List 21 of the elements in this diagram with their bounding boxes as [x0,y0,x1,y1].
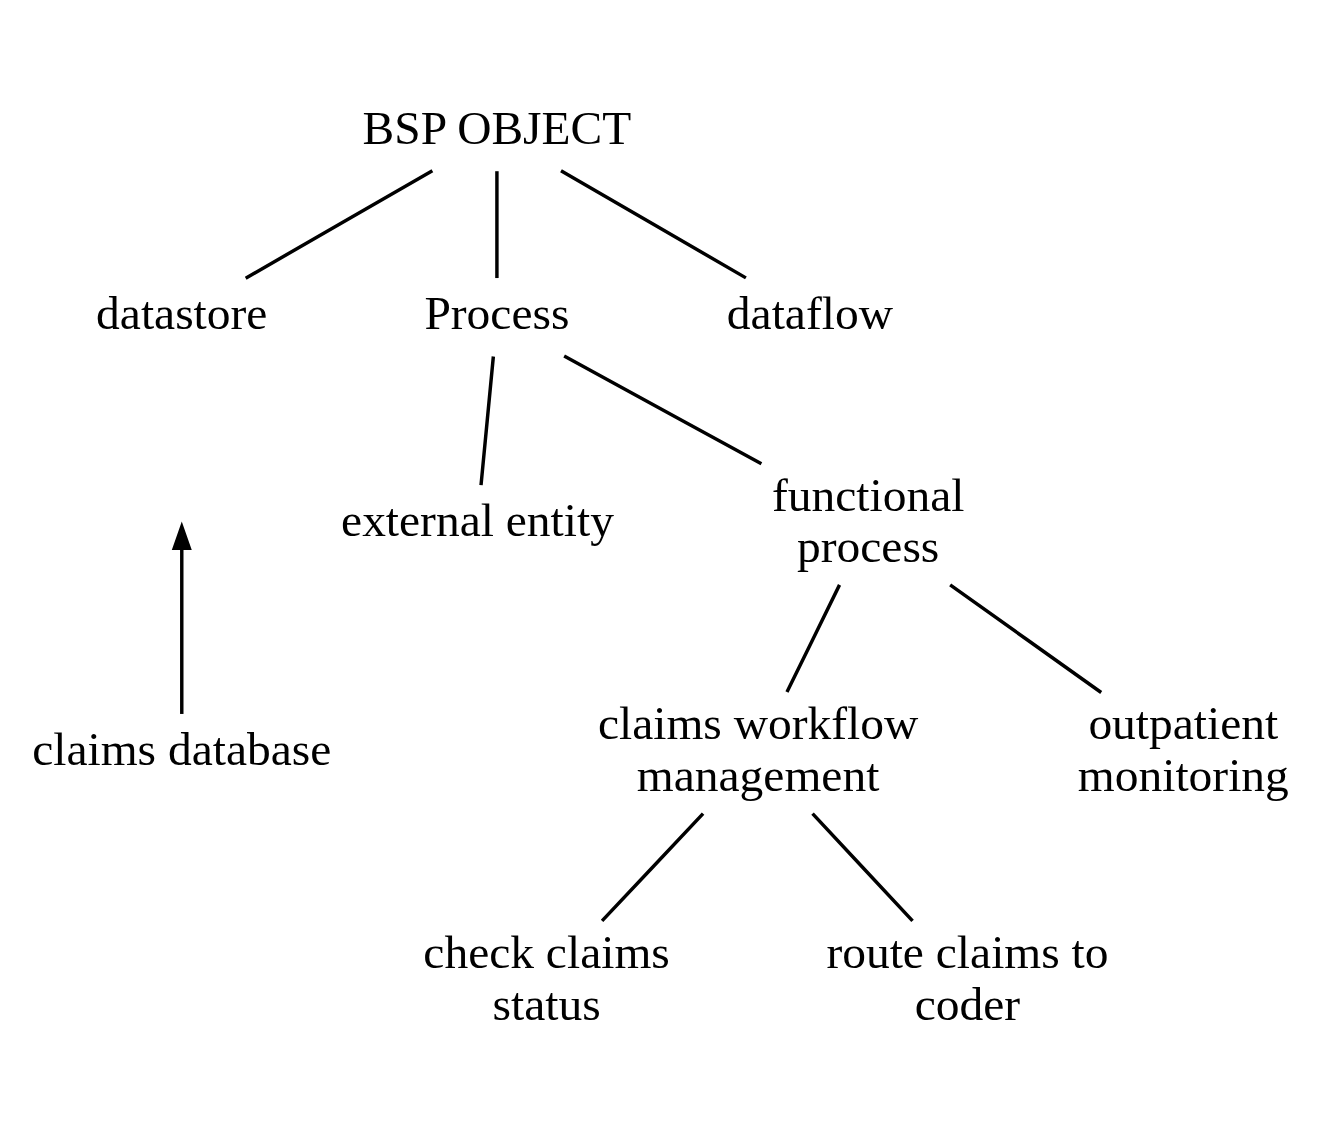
connector [560,168,747,279]
node-text: route claims to coder [826,925,1109,1030]
connector [479,355,496,485]
connector [495,170,499,278]
node-text: dataflow [726,286,893,339]
node-text: Process [424,286,570,339]
node-text: check claims status [423,925,670,1030]
node-text: BSP OBJECT [362,101,632,154]
node-text: claims workflow management [597,696,919,801]
connector [811,812,914,922]
node-text: functional process [771,468,965,572]
node-text: datastore [96,286,268,339]
node-text: claims database [32,722,332,775]
connector [244,168,434,280]
connector [563,354,763,465]
arrow [171,520,192,714]
connector [785,583,842,693]
connector [600,812,705,922]
connector [949,582,1103,694]
node-text: external entity [341,493,614,546]
node-text: outpatient monitoring [1077,696,1289,801]
